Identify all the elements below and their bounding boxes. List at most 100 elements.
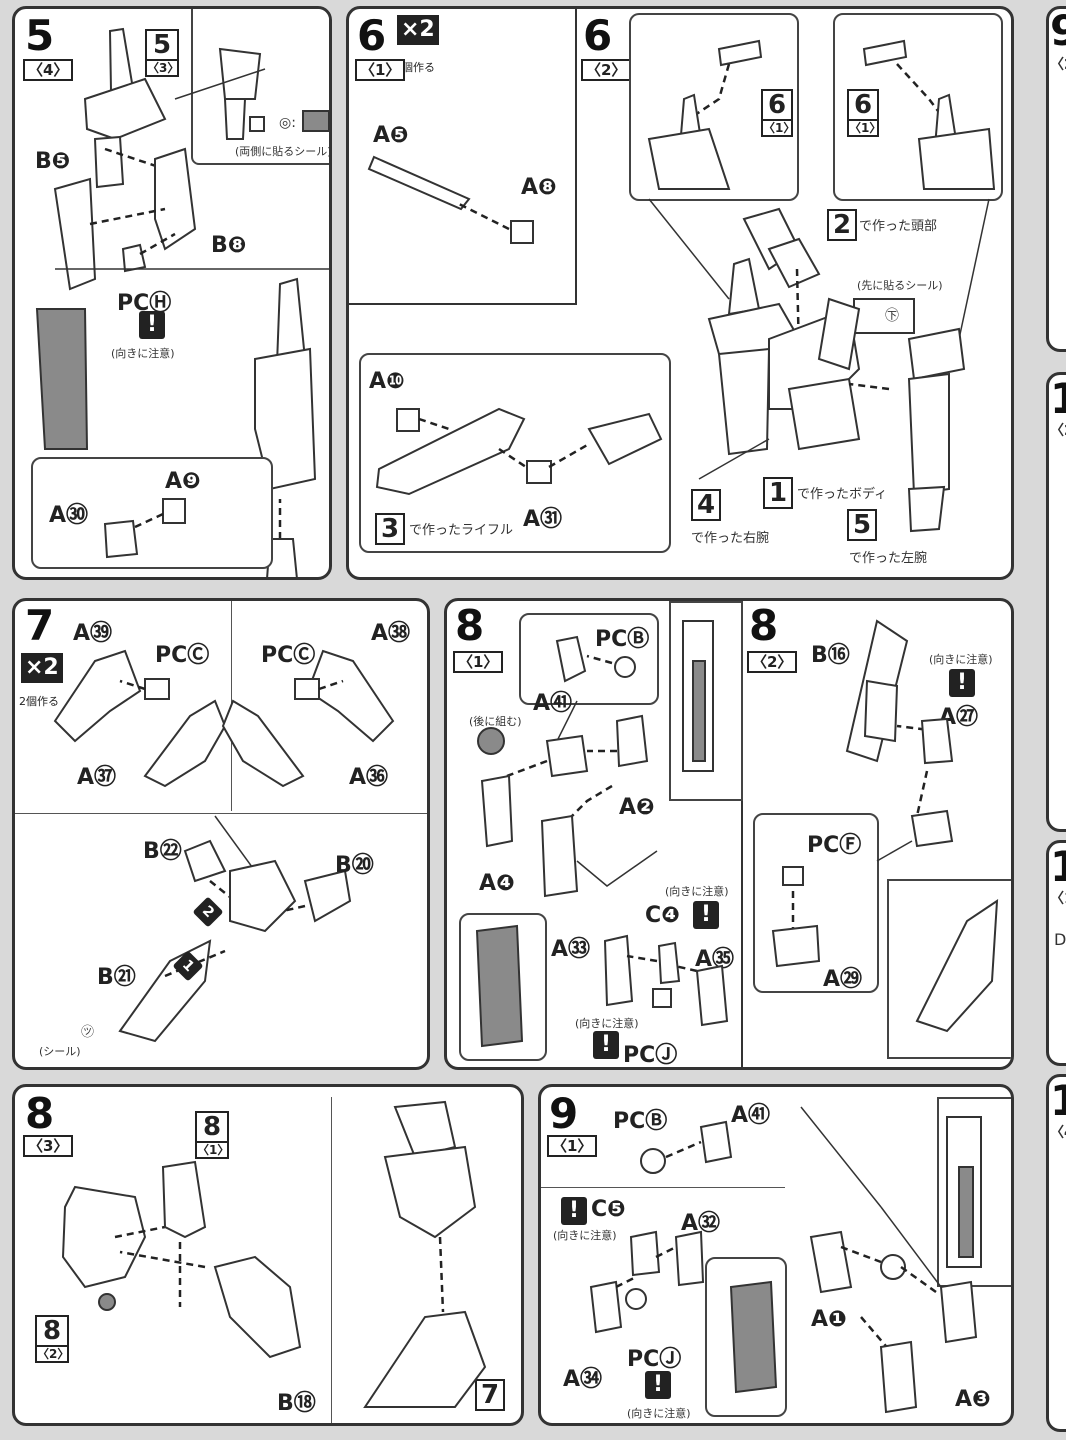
part-label-a41: A㊶ [731,1103,771,1128]
left-arm-ref-box: 5 [847,509,877,541]
divider [15,813,427,814]
part-label-a8: A❽ [521,175,557,200]
part-label-b16: B⑯ [811,643,850,668]
part-label-a37: A㊲ [77,765,117,790]
part-label-a5: A❺ [373,123,409,148]
edge-step-number: 9 [1050,6,1066,55]
caution-icon: ! [593,1031,619,1059]
left-arm-ref-text: で作った左腕 [849,551,928,566]
part-label-a33: A㉝ [551,937,591,962]
rifle-ref-box: 3 [375,513,405,545]
pcf-detail-box [753,813,879,993]
substep-label: 〈4〉 [23,59,74,81]
caution-icon: ! [645,1371,671,1399]
step-number: 8 [25,1089,55,1138]
edge-substep: 〈2 [1050,423,1066,439]
edge-panel-mid [1046,372,1066,832]
caution-text: (向きに注意) [111,347,175,360]
edge-panel-low [1046,840,1066,1066]
part-label-b8: B❽ [211,233,247,258]
seal-caption: (両側に貼るシール) [235,145,332,158]
substep-label: 〈3〉 [23,1135,74,1157]
divider [541,1187,785,1188]
edge-text: D [1054,930,1066,949]
part-label-b5: B❺ [35,149,71,174]
seal-code: ㊦ [885,308,899,324]
step-number: 8 [455,601,485,650]
step-5-panel: 5 〈4〉 5〈3〉 (両側に貼るシール) ◎: B❺ B❽ PCⒽ ! (向き… [12,6,332,580]
part-label-a31: A㉛ [523,507,563,532]
caution-icon: ! [949,669,975,697]
step-number: 6 [357,11,387,60]
step-number: 9 [549,1089,579,1138]
edge-substep: 〈4 [1050,1125,1066,1141]
leg-parts-illustration [53,649,395,1043]
hand-parts-illustration [103,498,186,559]
substep-label: 〈1〉 [547,1135,598,1157]
part-label-a34: A㉞ [563,1367,603,1392]
part-label-a4: A❹ [479,871,515,896]
reference-step-box: 5〈3〉 [145,29,180,77]
leg-combine-illustration [61,1100,487,1408]
edge-step-number: 1 [1050,374,1066,423]
part-label-pcf: PCⒻ [807,833,862,858]
seal-caption: (シール) [39,1045,81,1058]
divider [349,303,575,305]
seal-note: (先に貼るシール) [857,279,943,292]
substep-number: 8 [749,601,779,650]
reference-step-box: 6〈1〉 [847,89,882,137]
part-label-a3: A❸ [955,1387,991,1412]
divider [331,1097,332,1423]
caution-icon: ! [693,901,719,929]
final-assembly-illustration [647,39,996,533]
head-ref-text: で作った頭部 [859,219,938,234]
part-label-b20: B⑳ [335,853,374,878]
part-label-a29: A㉙ [823,967,863,992]
part-label-pcc-left: PCⒸ [155,643,210,668]
arm-assembly-illustration [475,620,729,1048]
part-label-c5: C❺ [591,1197,626,1222]
caution-icon: ! [561,1197,587,1225]
part-label-a39: A㊴ [73,621,113,646]
step-7-panel: 7 ×2 2個作る A㊴ PCⒸ PCⒸ A㊳ A㊲ A㊱ B㉒ B⑳ B㉑ 1… [12,598,430,1070]
step-6-panel: 6 ×2 2個作る 〈1〉 A❺ A❽ A❿ A㉛ 3 で作ったライフル 6 〈… [346,6,1014,580]
part-label-b22: B㉒ [143,839,182,864]
part-label-a30: A㉚ [49,503,89,528]
part-label-a2: A❷ [619,795,655,820]
edge-substep: 〈1 [1050,891,1066,907]
edge-step-number: 1 [1050,842,1066,891]
head-assembly-illustration [35,27,329,577]
hand-detail-box [31,457,273,569]
multiplier-badge: ×2 [21,653,63,683]
part-label-pcc-right: PCⒸ [261,643,316,668]
divider [741,601,743,1067]
reference-step-box: 8〈2〉 [35,1315,70,1363]
part-label-a36: A㊱ [349,765,389,790]
part-label-pcb: PCⒷ [595,627,650,652]
caution-text: (向きに注意) [575,1017,639,1030]
part-label-pcj: PCⒿ [627,1347,682,1372]
divider [575,9,577,305]
leg-ref-box: 7 [475,1379,505,1411]
step-8-panel: 8 〈1〉 PCⒷ A㊶ (後に組む) A❷ A❹ (向きに注意) C❹ ! A… [444,598,1014,1070]
part-label-pcj: PCⒿ [623,1043,678,1068]
part-label-a9: A❾ [165,469,201,494]
substep-label: 〈1〉 [453,651,504,673]
caution-text: (向きに注意) [665,885,729,898]
right-arm-ref-box: 4 [691,489,721,521]
body-ref-box: 1 [763,477,793,509]
seal-code: ◎: [279,115,296,131]
caution-text: (向きに注意) [553,1229,617,1242]
caution-icon: ! [139,311,165,339]
rifle-assembly-illustration [375,407,663,496]
part-label-c4: C❹ [645,903,680,928]
rifle-ref-text: で作ったライフル [409,523,514,538]
note-back: (後に組む) [469,715,522,728]
part-label-a38: A㊳ [371,621,411,646]
edge-step-number: 1 [1050,1076,1066,1125]
part-label-a10: A❿ [369,369,405,394]
part-label-a1: A❶ [811,1307,847,1332]
barrel-assembly-illustration [367,155,534,244]
multiplier-badge: ×2 [397,15,439,45]
reference-step-box: 8〈1〉 [195,1111,230,1159]
